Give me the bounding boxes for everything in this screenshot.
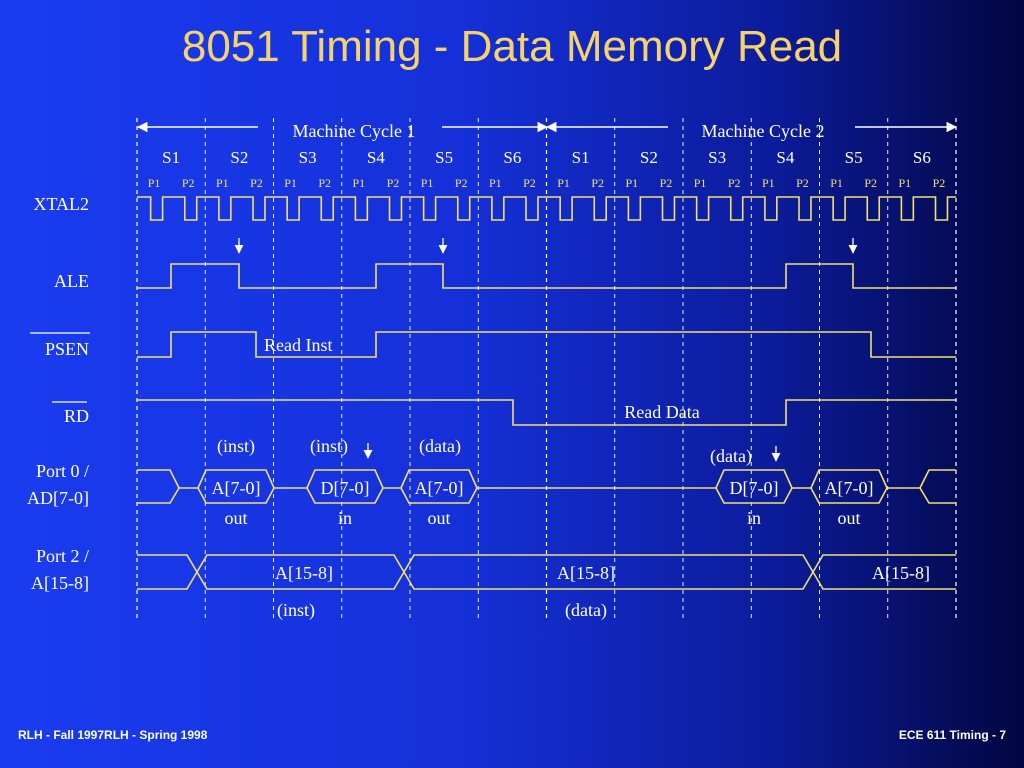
rd-waveform xyxy=(137,399,956,426)
port0-bus-4: D[7-0] xyxy=(730,478,779,498)
psen-waveform xyxy=(137,331,956,358)
phase-label: P2 xyxy=(182,176,195,190)
signal-psen: PSEN xyxy=(45,339,89,359)
port2-labels: A[15-8] A[15-8] A[15-8] (inst) (data) xyxy=(275,563,930,621)
footer-left: RLH - Fall 1997RLH - Spring 1998 xyxy=(18,728,208,742)
state-label: S2 xyxy=(230,148,248,167)
phase-label: P2 xyxy=(796,176,809,190)
state-labels: S1 S2 S3 S4 S5 S6 S1 S2 S3 S4 S5 S6 xyxy=(162,148,931,167)
phase-label: P1 xyxy=(421,176,434,190)
signal-port0-line1: Port 0 / xyxy=(36,461,89,481)
phase-label: P1 xyxy=(557,176,570,190)
signal-names: XTAL2 ALE PSEN RD Port 0 / AD[7-0] Port … xyxy=(27,194,90,593)
phase-label: P2 xyxy=(250,176,263,190)
port0-top-2: (inst) xyxy=(310,436,348,457)
phase-label: P2 xyxy=(864,176,877,190)
state-label: S4 xyxy=(776,148,794,167)
state-gridlines xyxy=(136,118,957,622)
phase-label: P2 xyxy=(455,176,468,190)
port0-top-4: (data) xyxy=(710,446,752,467)
signal-xtal2: XTAL2 xyxy=(33,194,89,214)
port2-segment-start xyxy=(137,554,198,590)
state-label: S6 xyxy=(503,148,521,167)
signal-port2-line1: Port 2 / xyxy=(36,546,89,566)
phase-label: P1 xyxy=(830,176,843,190)
port2-bus xyxy=(137,554,956,590)
signal-port0-line2: AD[7-0] xyxy=(27,488,89,508)
state-label: S1 xyxy=(572,148,590,167)
phase-label: P2 xyxy=(387,176,400,190)
port2-bottom-1: (inst) xyxy=(277,600,315,621)
port0-top-1: (inst) xyxy=(217,436,255,457)
footer-right: ECE 611 Timing - 7 xyxy=(898,728,1006,742)
phase-label: P2 xyxy=(660,176,673,190)
phase-label: P1 xyxy=(694,176,707,190)
state-label: S3 xyxy=(299,148,317,167)
port0-bus xyxy=(137,469,956,504)
port2-bus-1: A[15-8] xyxy=(275,563,333,583)
signal-rd: RD xyxy=(64,406,89,426)
phase-label: P1 xyxy=(762,176,775,190)
xtal2-waveform xyxy=(137,196,956,221)
port0-bus-3: A[7-0] xyxy=(415,478,464,498)
phase-label: P2 xyxy=(933,176,946,190)
port0-arrows xyxy=(363,443,781,462)
phase-label: P1 xyxy=(148,176,161,190)
state-label: S2 xyxy=(640,148,658,167)
phase-label: P2 xyxy=(728,176,741,190)
state-label: S3 xyxy=(708,148,726,167)
state-label: S1 xyxy=(162,148,180,167)
port0-dir-5: out xyxy=(837,508,860,528)
port0-segment-start xyxy=(137,469,180,504)
port0-bus-1: A[7-0] xyxy=(212,478,261,498)
phase-label: P2 xyxy=(523,176,536,190)
port0-dir-4: in xyxy=(747,508,761,528)
state-label: S6 xyxy=(913,148,931,167)
slide-title: 8051 Timing - Data Memory Read xyxy=(181,22,843,71)
state-label: S5 xyxy=(845,148,863,167)
phase-label: P1 xyxy=(625,176,638,190)
port0-segment-end xyxy=(919,469,956,504)
port0-labels: (inst) (inst) (data) (data) A[7-0] D[7-0… xyxy=(212,436,874,528)
port2-bottom-2: (data) xyxy=(565,600,607,621)
read-data-label: Read Data xyxy=(624,402,699,422)
port0-dir-2: in xyxy=(338,508,352,528)
read-inst-label: Read Inst xyxy=(264,335,332,355)
machine-cycle-2-label: Machine Cycle 2 xyxy=(702,121,825,141)
machine-cycle-1-label: Machine Cycle 1 xyxy=(293,121,416,141)
ale-waveform xyxy=(137,263,956,289)
port2-bus-2: A[15-8] xyxy=(557,563,615,583)
port0-dir-3: out xyxy=(427,508,450,528)
ale-arrows xyxy=(234,238,858,254)
phase-label: P1 xyxy=(352,176,365,190)
phase-label: P1 xyxy=(284,176,297,190)
port0-top-3: (data) xyxy=(419,436,461,457)
phase-label: P1 xyxy=(898,176,911,190)
signal-ale: ALE xyxy=(54,271,89,291)
phase-label: P2 xyxy=(318,176,331,190)
port2-segment-end xyxy=(812,554,956,590)
state-label: S4 xyxy=(367,148,385,167)
phase-labels: P1 P2 P1 P2 P1 P2 P1 P2 P1 P2 P1 P2 P1 P2 P1 P2 P1 P2 P1 P2… xyxy=(148,176,946,190)
phase-label: P1 xyxy=(216,176,229,190)
port2-bus-3: A[15-8] xyxy=(872,563,930,583)
port0-dir-1: out xyxy=(224,508,247,528)
phase-label: P1 xyxy=(489,176,502,190)
signal-port2-line2: A[15-8] xyxy=(31,573,89,593)
port0-bus-2: D[7-0] xyxy=(321,478,370,498)
port0-bus-5: A[7-0] xyxy=(825,478,874,498)
state-label: S5 xyxy=(435,148,453,167)
machine-cycle-header: Machine Cycle 1 Machine Cycle 2 xyxy=(136,121,958,141)
phase-label: P2 xyxy=(591,176,604,190)
